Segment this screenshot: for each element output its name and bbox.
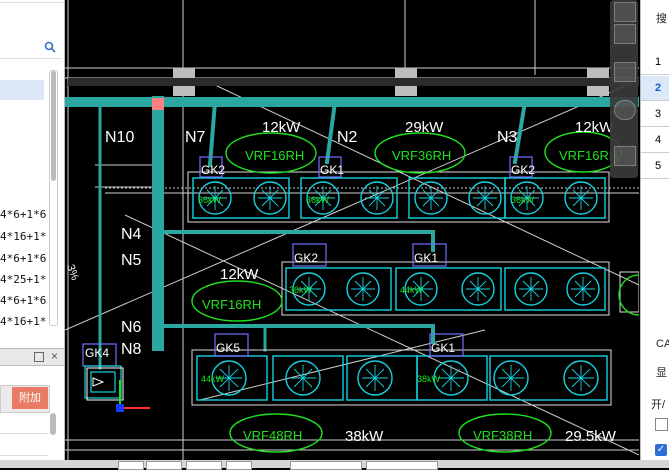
power-label: 29.5kW: [565, 428, 617, 445]
node-label: N10: [105, 129, 134, 146]
controller-label: GK1: [431, 341, 455, 355]
layout-tab[interactable]: [118, 461, 144, 470]
power-label: 38kW: [345, 428, 384, 445]
open-label: 开/: [651, 399, 666, 411]
zoom-icon[interactable]: [614, 24, 636, 44]
add-button[interactable]: 附加: [12, 387, 48, 409]
power-label: 12kW: [575, 119, 614, 136]
unit-capacity-label: 36kW: [511, 195, 535, 205]
table-row[interactable]: [0, 413, 48, 434]
row-number: 1: [655, 56, 662, 68]
node-label: N2: [337, 129, 358, 146]
row-number: 5: [655, 160, 662, 172]
row-number: 4: [655, 134, 662, 146]
drawing[interactable]: N10 N7 N2 N3 N4 N5 N6 N8 3% 12kW 29kW 12…: [65, 0, 639, 460]
close-icon[interactable]: ×: [50, 349, 58, 363]
unit-capacity-label: 36kW: [289, 285, 313, 295]
unit-capacity-label: 44kW: [400, 285, 424, 295]
unit-capacity-label: 44kW: [201, 374, 225, 384]
restore-icon[interactable]: [34, 352, 44, 362]
right-panel: 搜 1 2 3 4 5 CA 显 开/ ✓: [640, 0, 669, 460]
list-item[interactable]: 4*6+1*6: [0, 294, 47, 307]
layer-list: 4*6+1*6 4*16+1* 4*6+1*6 4*25+1* 4*6+1*6 …: [0, 60, 48, 340]
node-label: N5: [121, 252, 142, 269]
table-row[interactable]: 1: [641, 50, 669, 75]
vrf-label: VRF16RH: [202, 297, 261, 312]
power-label: 12kW: [220, 266, 259, 283]
steering-wheel-icon[interactable]: [614, 100, 636, 120]
pan-icon[interactable]: [614, 2, 636, 22]
table-row[interactable]: [0, 435, 48, 456]
layout-tab[interactable]: [290, 461, 362, 470]
list-item[interactable]: 4*6+1*6: [0, 252, 47, 265]
display-label: 显: [656, 367, 667, 379]
list-scrollbar[interactable]: [49, 70, 58, 326]
unit-capacity-label: 36kW: [198, 195, 222, 205]
unit-capacity-label: 36kW: [306, 195, 330, 205]
controller-label: GK2: [294, 251, 318, 265]
vrf-label: VRF48RH: [243, 428, 302, 443]
property-grid: 附加: [0, 385, 64, 465]
list-item[interactable]: 4*16+1*: [0, 230, 47, 243]
panel-titlebar: ×: [0, 348, 64, 366]
divider: [0, 2, 64, 3]
vrf-label: VRF16RH: [559, 148, 618, 163]
orbit-icon[interactable]: [614, 62, 636, 82]
node-label: N4: [121, 226, 142, 243]
cad-canvas[interactable]: N10 N7 N2 N3 N4 N5 N6 N8 3% 12kW 29kW 12…: [65, 0, 639, 460]
vrf-label: VRF16RH: [245, 148, 304, 163]
ca-label: CA: [656, 338, 669, 350]
table-row[interactable]: 3: [641, 102, 669, 127]
table-row-selected[interactable]: 2: [641, 76, 669, 101]
unit-capacity-label: 38kW: [417, 374, 441, 384]
showmotion-icon[interactable]: [614, 146, 636, 166]
layout-tab[interactable]: [226, 461, 252, 470]
table-row[interactable]: 5: [641, 154, 669, 179]
list-item[interactable]: 4*16+1*: [0, 315, 47, 328]
list-item[interactable]: 4*6+1*6: [0, 208, 47, 221]
power-label: 29kW: [405, 119, 444, 136]
table-row[interactable]: 4: [641, 128, 669, 153]
node-label: N3: [497, 129, 518, 146]
row-number: 3: [655, 108, 662, 120]
controller-label: GK2: [201, 163, 225, 177]
list-item[interactable]: 4*25+1*: [0, 273, 47, 286]
node-label: N8: [121, 341, 142, 358]
layout-tab[interactable]: [366, 461, 438, 470]
controller-label: GK4: [85, 346, 109, 360]
controller-label: GK1: [414, 251, 438, 265]
search-field[interactable]: [0, 38, 62, 59]
vrf-label: VRF36RH: [392, 148, 451, 163]
navigation-bar[interactable]: [610, 0, 638, 178]
search-icon[interactable]: [44, 41, 56, 53]
selected-list-item[interactable]: [0, 80, 44, 100]
grid-scrollbar[interactable]: [50, 413, 56, 435]
status-bar: [0, 460, 669, 470]
scrollbar-thumb[interactable]: [51, 71, 56, 181]
slope-label: 3%: [65, 263, 81, 282]
node-label: N7: [185, 129, 206, 146]
row-number: 2: [655, 82, 662, 94]
vrf-label: VRF38RH: [473, 428, 532, 443]
node-label: N6: [121, 319, 142, 336]
controller-label: GK5: [216, 341, 240, 355]
power-label: 12kW: [262, 119, 301, 136]
controller-label: GK1: [320, 163, 344, 177]
left-panel: 4*6+1*6 4*16+1* 4*6+1*6 4*25+1* 4*6+1*6 …: [0, 0, 65, 460]
checkbox[interactable]: [655, 418, 668, 431]
controller-label: GK2: [511, 163, 535, 177]
layout-tab[interactable]: [186, 461, 222, 470]
layout-tab[interactable]: [146, 461, 182, 470]
search-label: 搜: [656, 13, 667, 25]
checkbox-checked[interactable]: ✓: [655, 444, 667, 456]
